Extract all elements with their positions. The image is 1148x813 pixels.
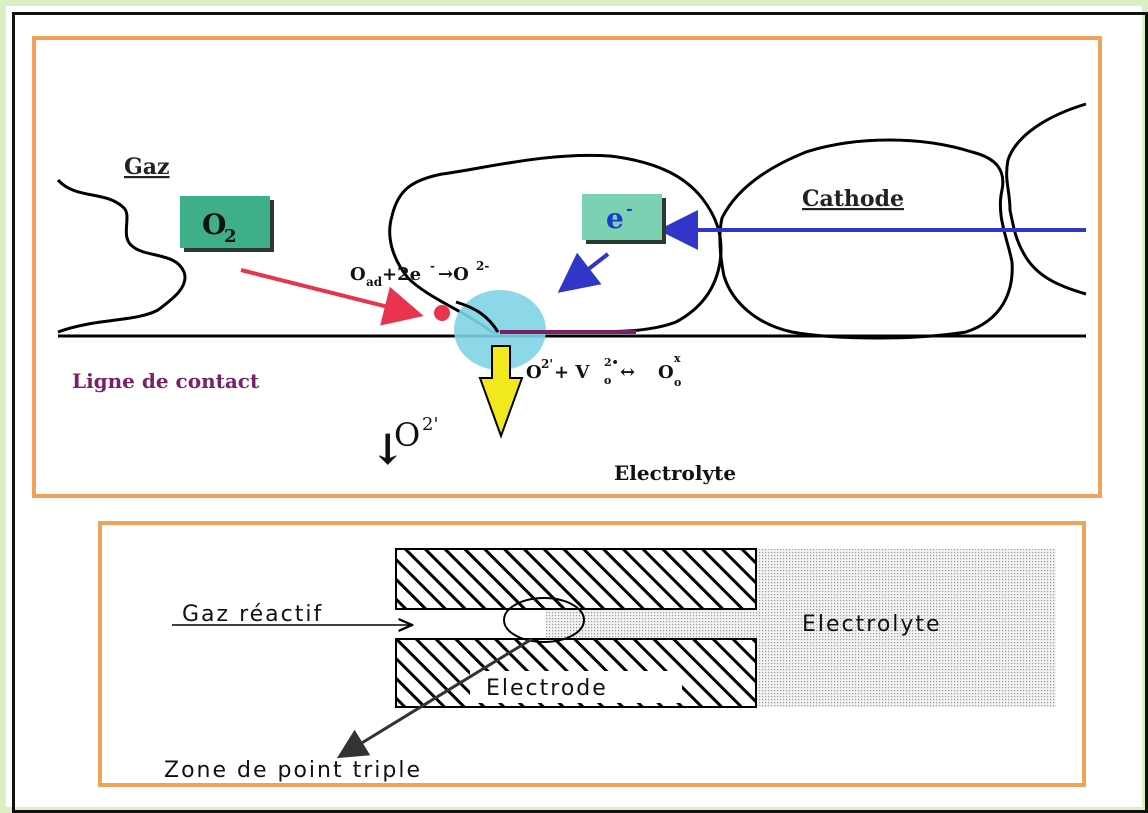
o2-subscript: 2 (224, 226, 237, 247)
contact-line-label: Ligne de contact (72, 369, 260, 393)
cathode-reaction-diagram: O 2 e - Gaz Cathode O ad +2e - →O 2- O 2… (56, 102, 1087, 485)
triple-point-pointer (336, 637, 533, 759)
cathode-grain-far-right-outline (1005, 102, 1087, 296)
triple-point-diagram: Gaz réactif Electrolyte Electrode Zone d… (164, 548, 1056, 783)
electrode-label: Electrode (486, 676, 608, 701)
triple-point-circle (503, 597, 585, 643)
particle-edge-in-circle (455, 300, 500, 333)
cathode-grain-right-outline (718, 138, 1014, 340)
reaction-2-o-sub: o (674, 376, 681, 389)
electrolyte-label: Electrolyte (614, 461, 736, 485)
reaction-1-charge: 2- (476, 259, 489, 273)
reaction-1-o: O (350, 264, 366, 285)
cathode-reaction-panel: O 2 e - Gaz Cathode O ad +2e - →O 2- O 2… (32, 36, 1102, 498)
cathode-grain-outline (388, 153, 723, 334)
electron-superscript: - (626, 199, 633, 218)
oxide-ion-symbol: O (394, 416, 420, 454)
reaction-2-o: O (526, 362, 542, 383)
reaction-1-arrow: →O (438, 264, 469, 285)
triple-point-panel: Gaz réactif Electrolyte Electrode Zone d… (98, 521, 1086, 787)
adsorbed-oxygen-dot (434, 305, 450, 321)
gas-channel (396, 611, 546, 637)
reaction-incorporation: O 2' + V 2• o ↔ O x o (526, 352, 681, 389)
reaction-2-o2: O (658, 362, 674, 383)
reaction-2-v-sub: o (604, 374, 611, 387)
triple-point-label: Zone de point triple (164, 758, 422, 783)
reaction-adsorption: O ad +2e - →O 2- (350, 259, 489, 289)
electrode-label-bg (470, 671, 682, 703)
electrode-top-block (395, 548, 757, 610)
reaction-1-rest: +2e (382, 264, 421, 285)
electrolyte-label: Electrolyte (802, 612, 942, 637)
reaction-2-v-sup: 2• (604, 356, 619, 369)
left-particle-outline (56, 178, 187, 334)
electron-label: e (606, 202, 624, 235)
cathode-label: Cathode (802, 186, 904, 212)
reaction-2-x-sup: x (674, 352, 681, 365)
reaction-2-arrow: ↔ (620, 362, 635, 383)
electrolyte-channel (546, 609, 756, 639)
reaction-2-plus: + V (554, 362, 590, 383)
electron-path-arrow (557, 252, 610, 293)
down-arrow-icon: ↓ (370, 425, 405, 474)
electrolyte-region (756, 549, 1056, 707)
reaction-1-sub: ad (366, 275, 383, 289)
oxide-ion-label: ↓ O 2' (370, 414, 438, 474)
gas-reactant-label: Gaz réactif (182, 602, 323, 627)
oxide-ion-yellow-arrow (478, 345, 524, 439)
o2-box: O 2 (180, 196, 274, 252)
o2-label: O (202, 208, 226, 241)
gas-label: Gaz (124, 154, 170, 180)
reaction-1-minus: - (430, 259, 435, 273)
electron-box: e - (582, 194, 666, 244)
oxide-ion-charge: 2' (422, 414, 438, 435)
reaction-2-o-sup: 2' (541, 357, 553, 371)
inner-frame (12, 12, 1148, 813)
oxygen-path-arrow (240, 268, 424, 326)
